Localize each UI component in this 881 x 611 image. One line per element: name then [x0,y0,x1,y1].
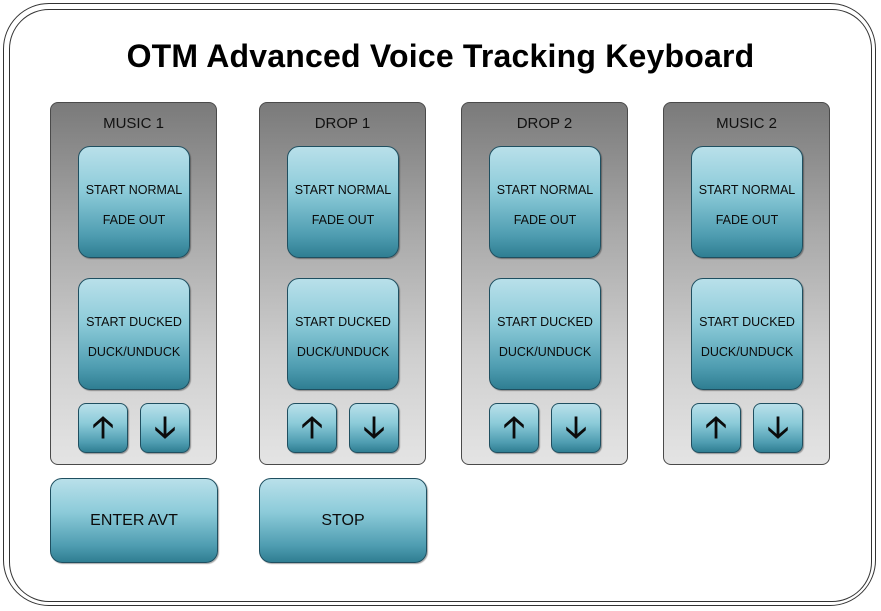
button-label-line1: START DUCKED [86,315,182,329]
start-ducked-duck-unduck-button[interactable]: START DUCKED DUCK/UNDUCK [691,278,803,390]
start-normal-fade-out-button[interactable]: START NORMAL FADE OUT [78,146,190,258]
button-label-line1: START DUCKED [699,315,795,329]
start-ducked-duck-unduck-button[interactable]: START DUCKED DUCK/UNDUCK [489,278,601,390]
panel-title: DROP 1 [314,115,371,132]
page-title: OTM Advanced Voice Tracking Keyboard [126,38,755,74]
panel-title: DROP 2 [516,115,573,132]
arrow-up-icon: 🡡 [705,411,727,444]
button-label-line2: FADE OUT [102,213,166,227]
volume-up-button[interactable]: 🡡 [78,403,128,453]
arrow-up-icon: 🡡 [92,411,114,444]
button-label-line2: FADE OUT [513,213,577,227]
button-label-line2: FADE OUT [311,213,375,227]
volume-up-button[interactable]: 🡡 [287,403,337,453]
arrow-down-icon: 🡣 [767,411,789,444]
panel-music-1: MUSIC 1 START NORMAL FADE OUT START DUCK… [50,102,217,465]
button-label-line2: FADE OUT [715,213,779,227]
panel-title: MUSIC 2 [716,115,777,132]
volume-down-button[interactable]: 🡣 [551,403,601,453]
button-label-line1: START DUCKED [497,315,593,329]
button-label-line2: DUCK/UNDUCK [700,345,794,359]
start-ducked-duck-unduck-button[interactable]: START DUCKED DUCK/UNDUCK [287,278,399,390]
arrow-up-icon: 🡡 [301,411,323,444]
volume-up-button[interactable]: 🡡 [489,403,539,453]
start-normal-fade-out-button[interactable]: START NORMAL FADE OUT [489,146,601,258]
arrow-up-icon: 🡡 [503,411,525,444]
arrow-down-icon: 🡣 [363,411,385,444]
button-label-line1: START NORMAL [85,183,183,197]
start-ducked-duck-unduck-button[interactable]: START DUCKED DUCK/UNDUCK [78,278,190,390]
arrow-down-icon: 🡣 [154,411,176,444]
button-label-line1: START NORMAL [698,183,796,197]
volume-down-button[interactable]: 🡣 [753,403,803,453]
volume-down-button[interactable]: 🡣 [349,403,399,453]
start-normal-fade-out-button[interactable]: START NORMAL FADE OUT [287,146,399,258]
arrow-down-icon: 🡣 [565,411,587,444]
panel-drop-1: DROP 1 START NORMAL FADE OUT START DUCKE… [259,102,426,465]
button-label-line2: DUCK/UNDUCK [498,345,592,359]
button-label-line1: START DUCKED [295,315,391,329]
panel-drop-2: DROP 2 START NORMAL FADE OUT START DUCKE… [461,102,628,465]
button-label-line2: DUCK/UNDUCK [296,345,390,359]
button-label-line1: START NORMAL [294,183,392,197]
panel-title: MUSIC 1 [103,115,164,132]
start-normal-fade-out-button[interactable]: START NORMAL FADE OUT [691,146,803,258]
stop-button[interactable]: STOP [259,478,427,563]
volume-up-button[interactable]: 🡡 [691,403,741,453]
enter-avt-button[interactable]: ENTER AVT [50,478,218,563]
button-label-line2: DUCK/UNDUCK [87,345,181,359]
button-label-line1: START NORMAL [496,183,594,197]
panel-music-2: MUSIC 2 START NORMAL FADE OUT START DUCK… [663,102,830,465]
volume-down-button[interactable]: 🡣 [140,403,190,453]
